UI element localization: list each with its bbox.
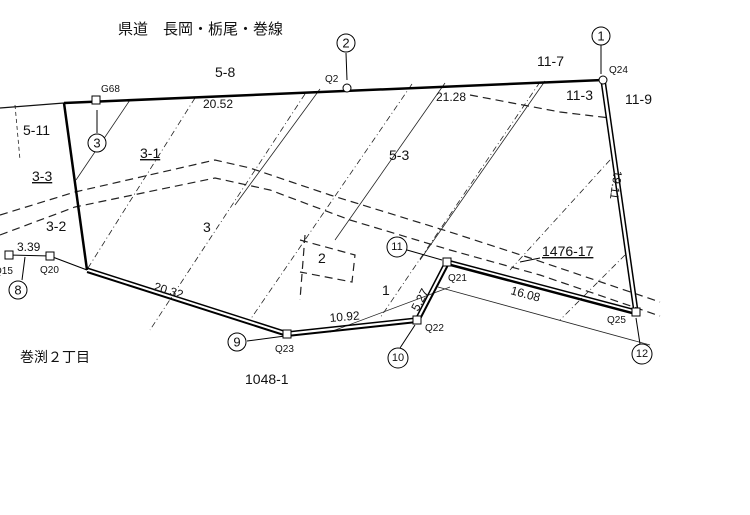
distance-label: 5.27	[408, 286, 431, 313]
point-g68-symbol	[91, 95, 101, 105]
point-label: Q21	[448, 273, 467, 284]
point-q2-symbol	[342, 83, 352, 93]
point-q22-symbol	[412, 315, 422, 325]
parcel-label: 3-2	[46, 218, 66, 234]
road-edge-line	[0, 102, 65, 109]
point-q24-symbol	[598, 75, 608, 85]
marker-9: 9	[233, 335, 240, 350]
parcel-label: 2	[318, 250, 326, 266]
parcel-label: 5-11	[23, 122, 50, 138]
survey-points	[4, 75, 641, 339]
boundary-lines	[8, 78, 639, 337]
marker-2: 2	[342, 36, 349, 51]
parcel-label: 3	[203, 219, 211, 235]
point-label: Q15	[0, 266, 13, 277]
point-label: Q23	[275, 344, 294, 355]
point-label: Q22	[425, 323, 444, 334]
parcel-leader-line	[519, 257, 541, 263]
marker-11: 11	[391, 241, 402, 253]
point-label: G68	[101, 84, 120, 95]
point-q23-symbol	[282, 329, 292, 339]
parcel-label: 1	[382, 282, 390, 298]
distance-label: 19.11	[607, 170, 625, 201]
marker-12: 12	[636, 348, 648, 360]
point-label: Q20	[40, 265, 59, 276]
distance-label: 21.28	[436, 90, 466, 104]
parcel-label: 3-1	[140, 145, 160, 161]
parcel-label: 3-3	[32, 168, 52, 184]
point-label: Q24	[609, 65, 628, 76]
road-title: 県道 長岡・栃尾・巻線	[118, 21, 283, 38]
parcel-division-lines	[87, 81, 626, 331]
marker-3: 3	[93, 136, 100, 151]
distance-label: 3.39	[17, 240, 41, 254]
marker-circles: 1 2 3 8 9 10 11 12	[8, 26, 653, 369]
parcel-label: 1048-1	[245, 371, 289, 387]
leader-lines	[21, 45, 641, 349]
parcel-label: 1476-17	[542, 243, 594, 259]
distance-label: 20.52	[203, 97, 233, 111]
marker-8: 8	[14, 283, 21, 298]
district-label: 巻渕２丁目	[20, 349, 90, 365]
parcel-label: 5-3	[389, 147, 409, 163]
point-q20-symbol	[45, 251, 55, 261]
parcel-solid-lines	[14, 80, 651, 346]
point-q25-symbol	[631, 307, 641, 317]
point-q15-symbol	[4, 250, 14, 260]
dashed-road-lines	[0, 94, 661, 317]
point-label: Q25	[607, 315, 626, 326]
parcel-label: 11-3	[566, 87, 593, 103]
marker-1: 1	[597, 29, 604, 44]
marker-10: 10	[392, 352, 404, 364]
parcel-label: 5-8	[215, 64, 235, 80]
parcel-label: 11-7	[537, 53, 564, 69]
distance-label: 10.92	[329, 308, 360, 325]
point-label: Q2	[325, 74, 339, 85]
parcel-label: 11-9	[625, 91, 652, 107]
point-q21-symbol	[442, 257, 452, 267]
